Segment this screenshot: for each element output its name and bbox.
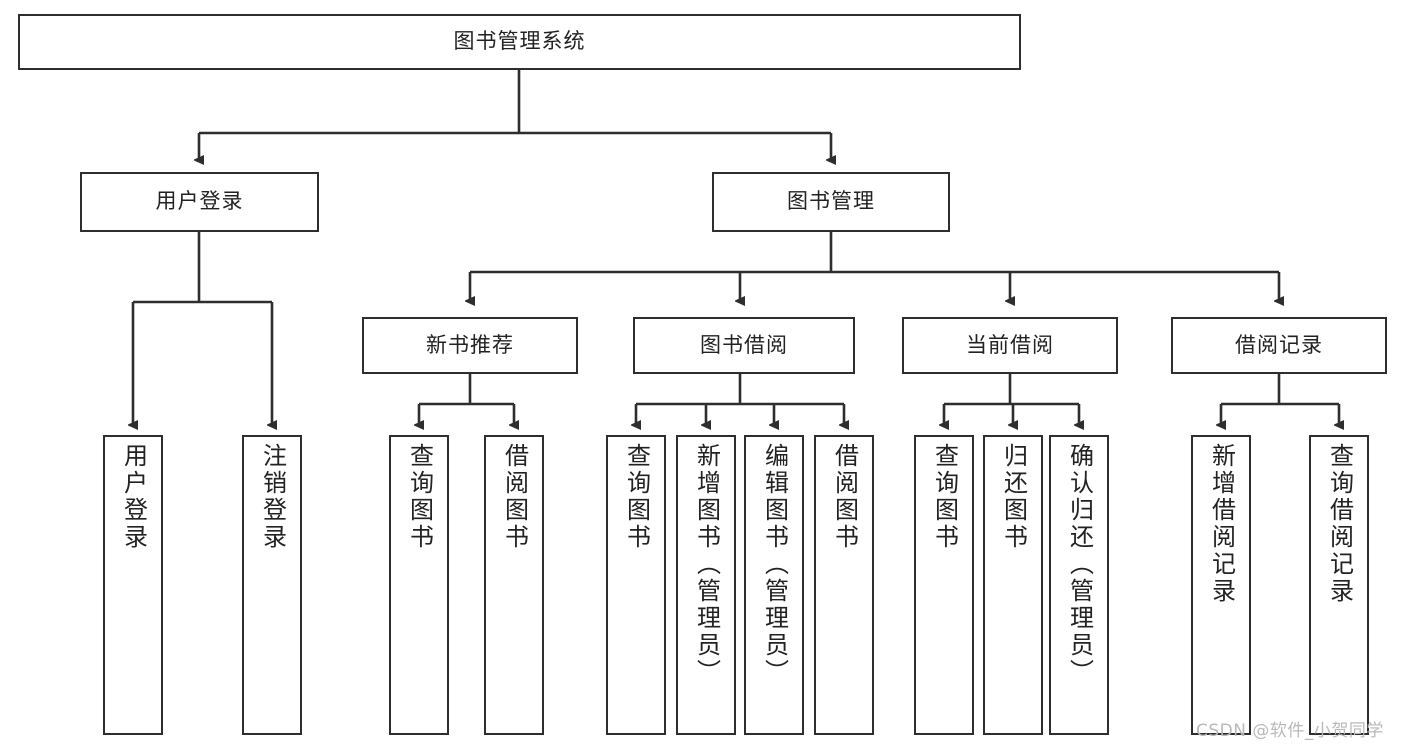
leaf-current-borrow-confirm-return-admin[interactable]: 确认归还（管理员） xyxy=(1049,435,1109,735)
node-label: 借阅图书 xyxy=(500,443,529,551)
node-label: 图书管理 xyxy=(787,189,875,214)
node-label: 借阅记录 xyxy=(1235,332,1323,357)
watermark-text: CSDN @软件_小贺同学 xyxy=(1196,721,1384,741)
node-label: 新书推荐 xyxy=(426,332,514,357)
node-book-borrow[interactable]: 图书借阅 xyxy=(633,317,855,374)
leaf-book-borrow-edit-book-admin[interactable]: 编辑图书（管理员） xyxy=(744,435,804,735)
node-label: 查询图书 xyxy=(622,443,651,551)
node-root-book-management-system[interactable]: 图书管理系统 xyxy=(18,14,1021,70)
node-label: 图书借阅 xyxy=(700,332,788,357)
node-label: 当前借阅 xyxy=(966,332,1054,357)
leaf-book-borrow-query-book[interactable]: 查询图书 xyxy=(606,435,666,735)
node-label: 借阅图书 xyxy=(830,443,859,551)
node-user-login[interactable]: 用户登录 xyxy=(80,172,319,232)
node-current-borrow[interactable]: 当前借阅 xyxy=(902,317,1118,374)
node-label: 编辑图书（管理员） xyxy=(760,443,789,686)
node-label: 新增图书（管理员） xyxy=(692,443,721,686)
node-new-book-recommend[interactable]: 新书推荐 xyxy=(362,317,578,374)
leaf-user-login-login[interactable]: 用户登录 xyxy=(103,435,163,735)
leaf-book-borrow-add-book-admin[interactable]: 新增图书（管理员） xyxy=(676,435,736,735)
node-label: 查询图书 xyxy=(405,443,434,551)
node-label: 图书管理系统 xyxy=(453,29,586,54)
node-label: 确认归还（管理员） xyxy=(1065,443,1094,686)
leaf-user-login-logout[interactable]: 注销登录 xyxy=(242,435,302,735)
node-label: 归还图书 xyxy=(999,443,1028,551)
leaf-current-borrow-query-book[interactable]: 查询图书 xyxy=(914,435,974,735)
leaf-book-borrow-borrow-book[interactable]: 借阅图书 xyxy=(814,435,874,735)
node-borrow-record[interactable]: 借阅记录 xyxy=(1171,317,1387,374)
node-label: 查询图书 xyxy=(930,443,959,551)
node-label: 用户登录 xyxy=(155,189,244,214)
leaf-new-book-query-book[interactable]: 查询图书 xyxy=(389,435,449,735)
node-label: 查询借阅记录 xyxy=(1325,443,1354,605)
leaf-new-book-borrow-book[interactable]: 借阅图书 xyxy=(484,435,544,735)
node-label: 注销登录 xyxy=(258,443,287,551)
node-book-management[interactable]: 图书管理 xyxy=(712,172,950,232)
leaf-current-borrow-return-book[interactable]: 归还图书 xyxy=(983,435,1043,735)
node-label: 新增借阅记录 xyxy=(1207,443,1236,605)
node-label: 用户登录 xyxy=(119,443,148,551)
leaf-borrow-record-add-record[interactable]: 新增借阅记录 xyxy=(1191,435,1251,735)
leaf-borrow-record-query-record[interactable]: 查询借阅记录 xyxy=(1309,435,1369,735)
